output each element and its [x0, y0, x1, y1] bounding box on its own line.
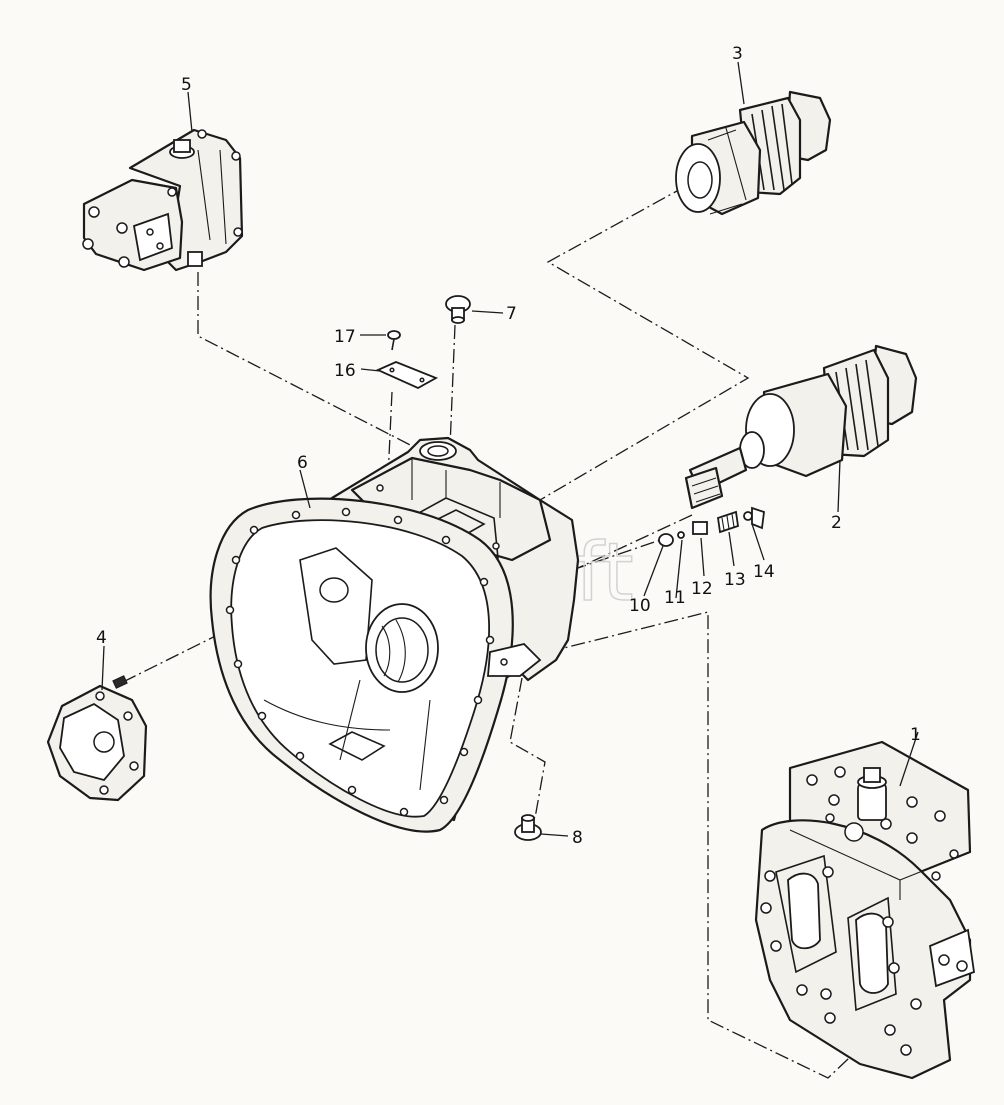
part-11-washer	[677, 531, 685, 539]
part-6-housing	[209, 436, 580, 833]
callout-2: 2	[831, 513, 842, 533]
part-5-hydraulic-pump	[82, 128, 244, 272]
callout-13: 13	[724, 570, 746, 590]
part-14-clip	[743, 511, 753, 521]
part-4-cover	[46, 675, 148, 802]
callout-6: 6	[297, 453, 308, 473]
callout-8: 8	[572, 828, 583, 848]
parts-10-14-fittings	[658, 506, 765, 547]
part-17-rivet	[387, 330, 401, 351]
part-12-bushing	[692, 521, 708, 535]
part-7-plug	[445, 295, 471, 324]
part-3-gear-shaft	[675, 90, 832, 216]
part-2-gear-shaft	[684, 344, 918, 510]
leader-lines	[101, 61, 919, 837]
callout-12: 12	[691, 579, 713, 599]
callout-11: 11	[664, 588, 686, 608]
part-16-plate	[375, 361, 439, 390]
callout-17: 17	[334, 327, 356, 347]
callout-4: 4	[96, 628, 107, 648]
part-8-plug	[514, 814, 542, 841]
callout-7: 7	[506, 304, 517, 324]
callout-14: 14	[753, 562, 775, 582]
callout-3: 3	[732, 44, 743, 64]
callout-16: 16	[334, 361, 356, 381]
part-1-transmission-body	[754, 740, 975, 1080]
callout-10: 10	[629, 596, 651, 616]
part-10-nut	[658, 533, 674, 547]
callout-1: 1	[910, 725, 921, 745]
callout-labels: 1 2 3 4 5 6 7 8 10 11 12 13 14 16 17	[96, 44, 921, 848]
callout-5: 5	[181, 75, 192, 95]
